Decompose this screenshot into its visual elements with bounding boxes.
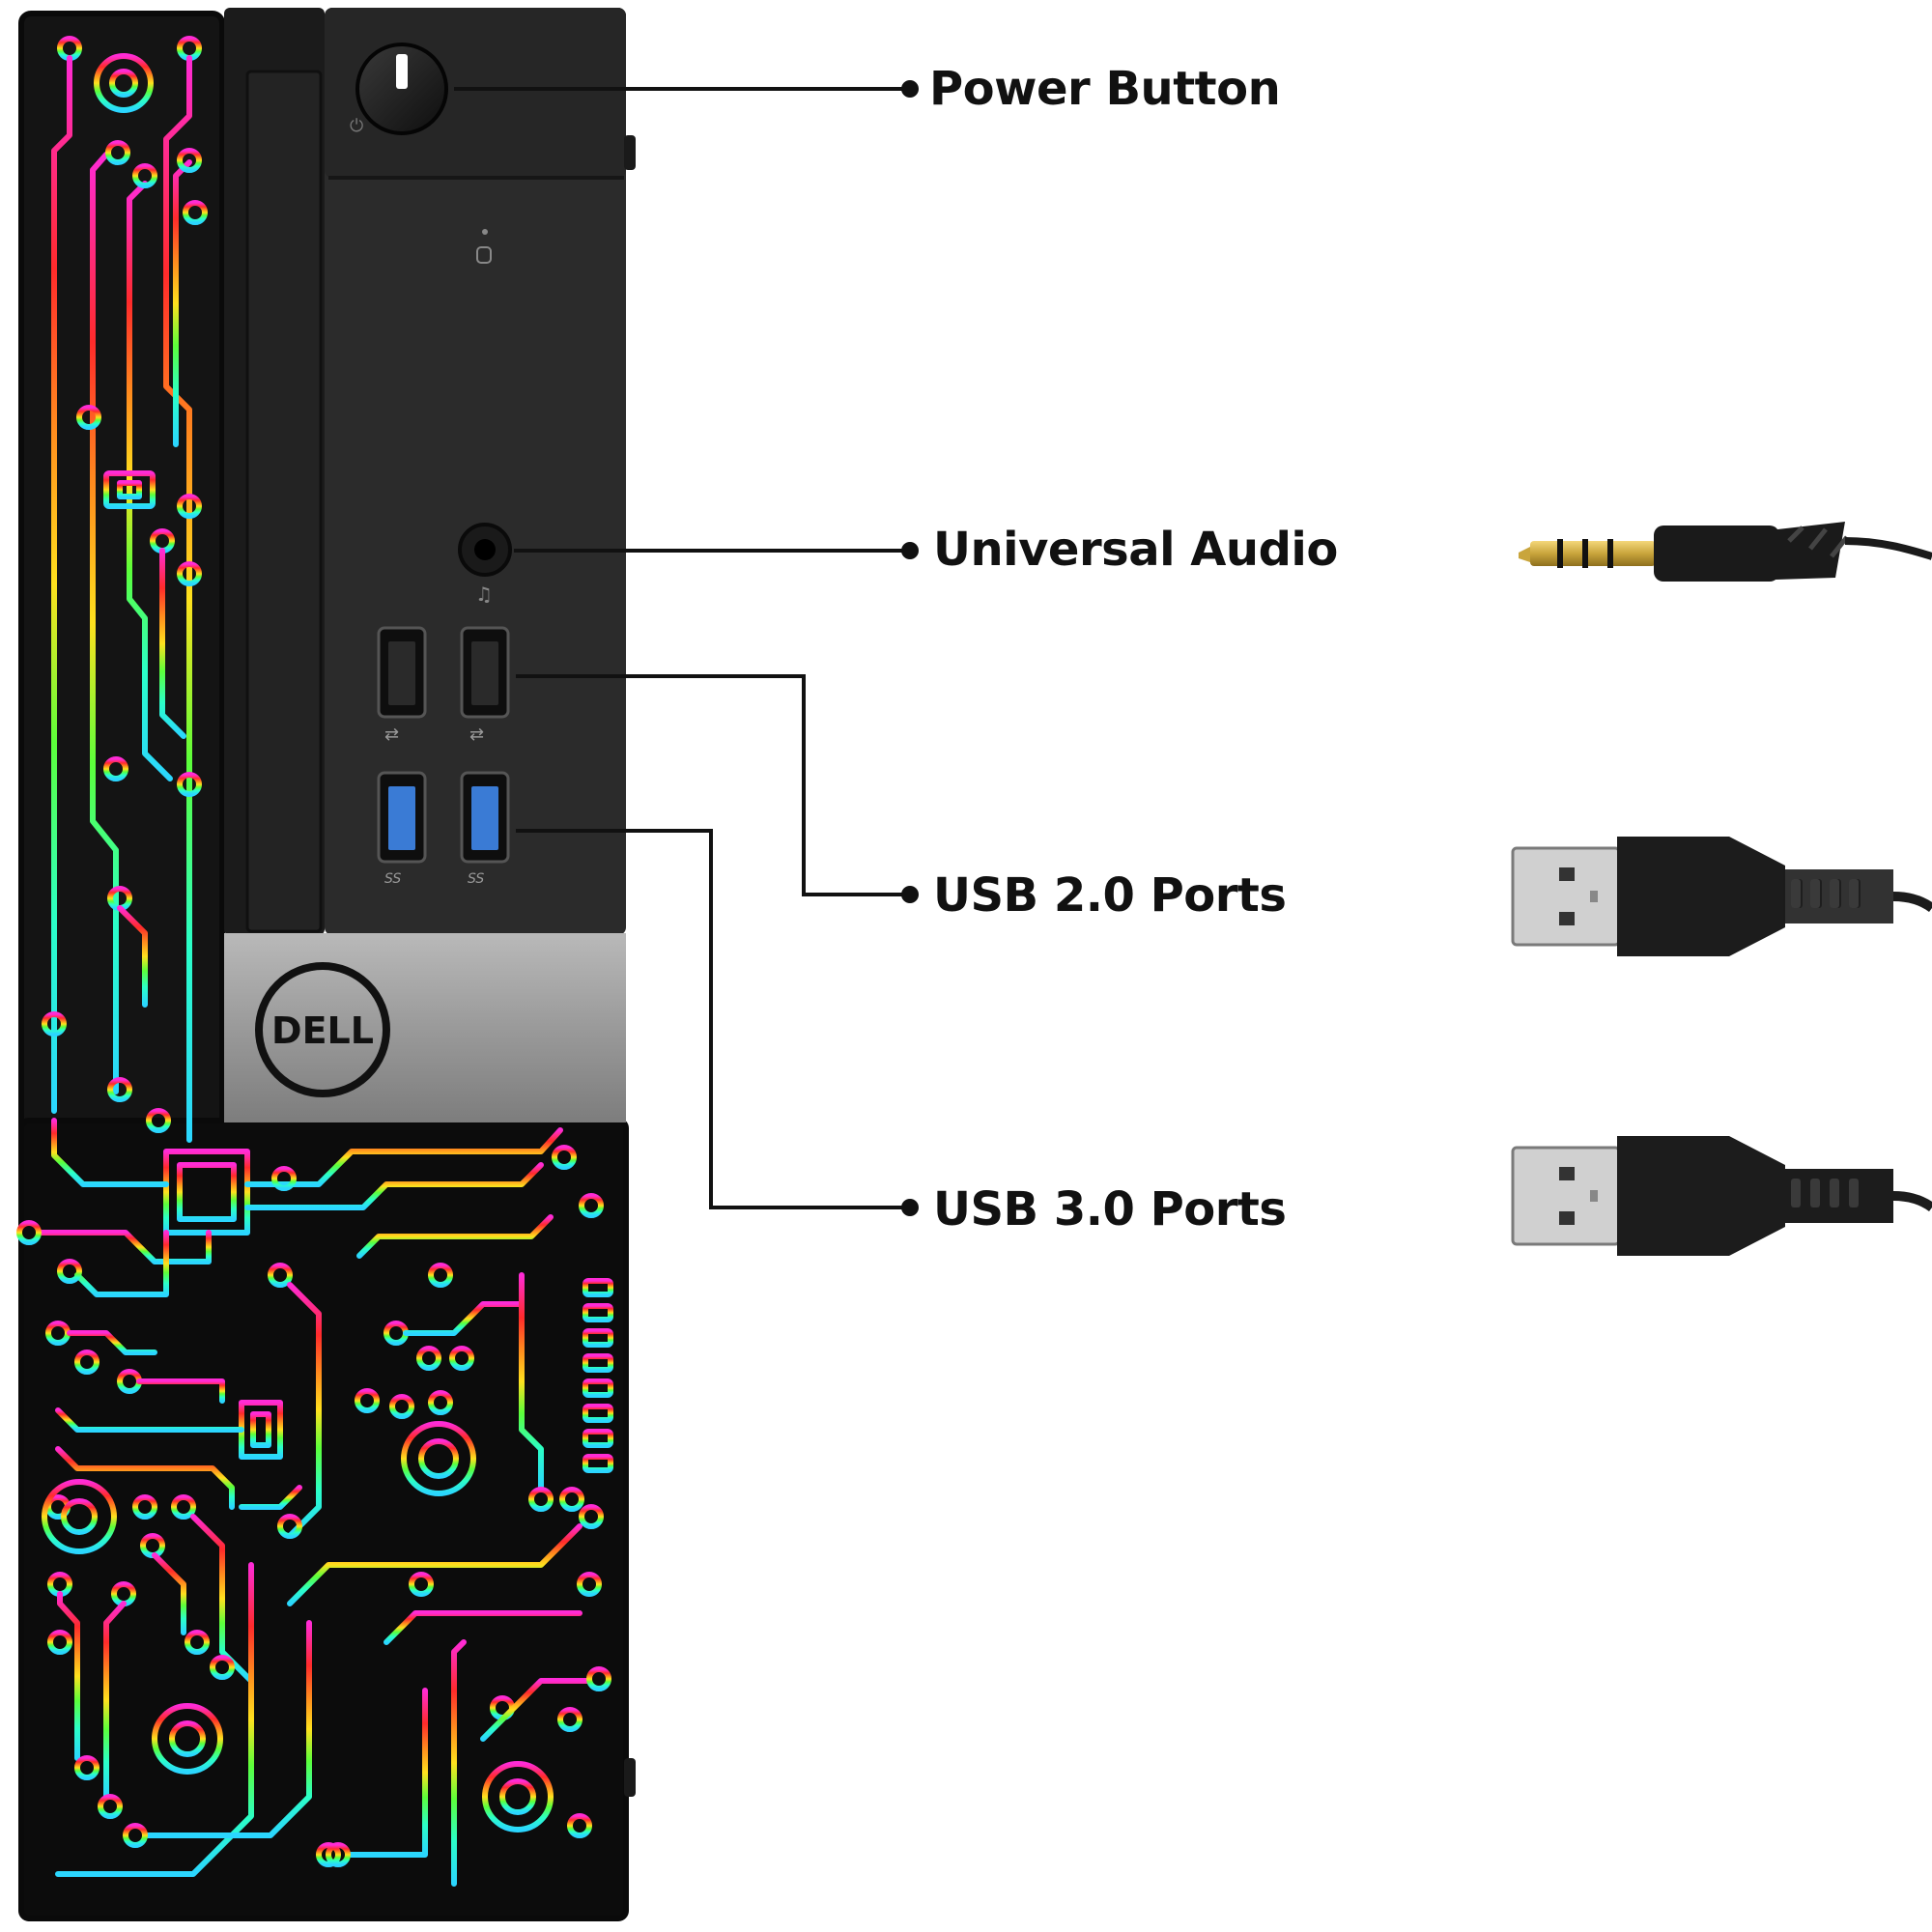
audio-jack-icon (1519, 522, 1932, 582)
circuit-art (16, 36, 613, 1896)
usb-symbol-icon: ⇄ (469, 724, 484, 745)
usb3-port-left[interactable] (377, 771, 427, 864)
usb-symbol-icon: ⇄ (384, 724, 399, 745)
power-button[interactable] (355, 43, 448, 135)
usb-a-connector-icon (1511, 837, 1932, 956)
usb3-ss-mark-left: SS (384, 871, 401, 887)
brand-logo-text: DELL (271, 1009, 374, 1052)
usb3-ss-mark-right: SS (468, 871, 484, 887)
callout-label-usb3: USB 3.0 Ports (933, 1182, 1287, 1236)
callout-dot-usb2 (901, 886, 919, 903)
callout-line-usb2 (516, 674, 908, 896)
callout-label-audio: Universal Audio (933, 523, 1338, 577)
logo-badge (224, 933, 626, 1122)
dell-logo: DELL (255, 962, 390, 1097)
pc-chassis: ⏻ ♫ ⇄ ⇄ SS S (18, 8, 636, 1921)
callout-dot-audio (901, 542, 919, 559)
callout-label-usb2: USB 2.0 Ports (933, 868, 1287, 923)
callout-dots (901, 80, 919, 1216)
usb2-port-right[interactable] (460, 626, 510, 719)
callout-label-power: Power Button (929, 62, 1281, 116)
callout-dot-power (901, 80, 919, 98)
power-symbol-icon: ⏻ (350, 116, 363, 136)
usb2-port-left[interactable] (377, 626, 427, 719)
audio-jack-port[interactable] (458, 523, 512, 577)
callout-dot-usb3 (901, 1199, 919, 1216)
optical-drive-slot (245, 70, 323, 933)
usb3-port-right[interactable] (460, 771, 510, 864)
callout-lines (454, 87, 908, 1209)
drive-activity-icon (476, 229, 492, 264)
headphone-icon: ♫ (475, 582, 493, 606)
callout-line-usb3 (516, 829, 908, 1209)
usb-a-connector-icon (1511, 1136, 1932, 1256)
